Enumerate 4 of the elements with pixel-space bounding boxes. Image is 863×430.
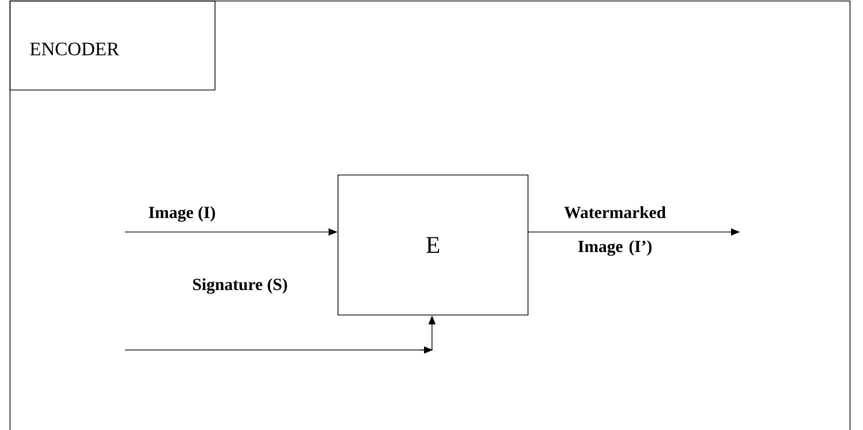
edge-label: Signature (S) bbox=[191, 277, 289, 295]
edge-label: Watermarked Image (I’) bbox=[564, 206, 666, 256]
edge-label: Image (I) bbox=[147, 205, 217, 223]
process-box: E bbox=[338, 174, 528, 316]
